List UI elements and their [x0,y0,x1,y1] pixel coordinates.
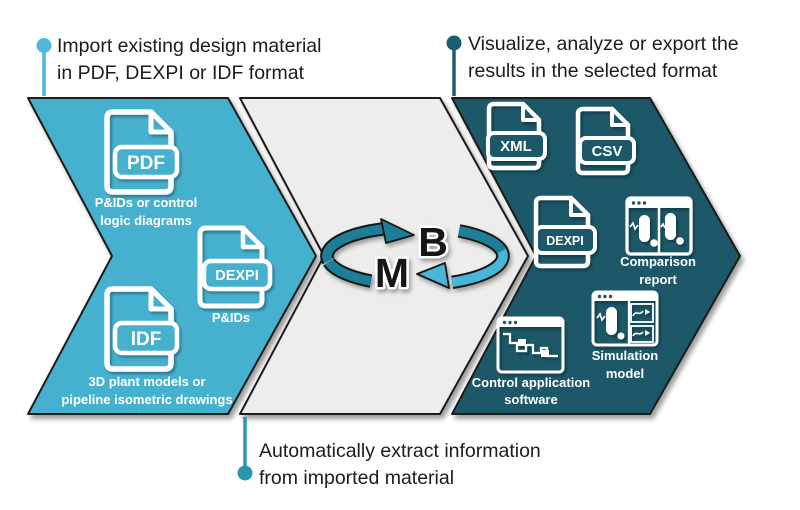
idf-badge-label: IDF [131,329,162,350]
window-dot-icon [513,320,518,325]
import-chevron [27,97,317,415]
pdf-caption-line2: logic diagrams [100,213,192,228]
idf-doc-outline [104,286,174,372]
dexpi-import-badge [201,258,273,292]
xml-file-icon: XML [486,101,547,171]
simulation-trend-box [630,325,654,343]
bm-sync-logo: B M [320,217,510,299]
csv-badge [578,136,636,165]
comparison-caption-line1: Comparison [620,254,696,269]
xml-doc-fold [521,102,541,122]
window-dot-icon [603,294,607,299]
comparison-caption-line2: report [639,272,677,287]
logo-right-arc-shade [458,226,506,254]
extract-annotation: Automatically extract information from i… [237,417,541,489]
pdf-badge-label: PDF [127,153,165,174]
dexpi-export-doc-fold [569,196,590,217]
comparison-titlebar [627,198,691,208]
control-application-icon [496,316,565,374]
window-dot-icon [642,201,647,205]
import-annotation: Import existing design material in PDF, … [36,35,321,96]
import-bullet-icon [36,38,52,53]
control-logic-path [503,332,558,358]
control-logic-block [541,350,549,357]
logo-right-arrowhead-icon [380,218,415,244]
export-annotation-line2: results in the selected format [468,60,718,82]
dexpi-import-caption: P&IDs [212,310,250,325]
idf-doc-fold [148,286,174,312]
import-annotation-line2: in PDF, DEXPI or IDF format [57,62,305,84]
simulation-arrow-icon [645,309,650,315]
logo-letter-b: B [418,219,448,265]
xml-doc-outline [486,101,542,171]
idf-file-icon: IDF [104,286,180,372]
pdf-caption-line1: P&IDs or control [95,195,198,210]
xml-badge-label: XML [500,138,532,155]
comparison-dot-left [650,239,658,247]
idf-caption-line2: pipeline isometric drawings [61,392,232,407]
control-titlebar [498,318,563,327]
logo-bottom-left-arc [324,259,372,286]
dexpi-export-file-icon: DEXPI [533,195,597,269]
comparison-dot-right [676,237,684,245]
xml-badge [486,131,547,161]
pdf-doc-fold [148,109,174,135]
comparison-trend-squiggle [629,221,639,231]
window-dot-icon [631,201,636,205]
window-dot-icon [502,320,507,325]
dexpi-import-doc-outline [197,225,265,309]
simulation-caption-line2: model [606,366,644,381]
logo-top-arc [322,223,386,264]
window-dot-icon [508,320,512,325]
csv-file-icon: CSV [575,106,636,176]
dexpi-export-badge-label: DEXPI [546,234,584,248]
pdf-file-icon: PDF [104,109,180,195]
comparison-report-icon [625,196,693,256]
export-annotation: Visualize, analyze or export the results… [446,33,739,96]
simulation-trend-curve [632,310,644,317]
control-caption-line2: software [504,392,557,407]
simulation-squiggle [596,312,606,322]
control-logic-block [518,339,526,346]
logo-letter-m: M [375,250,409,296]
simulation-trend-curve [632,331,644,337]
export-bullet-icon [446,35,462,51]
pdf-badge [112,144,180,180]
csv-doc-fold [610,107,630,127]
dexpi-import-file-icon: DEXPI [197,225,273,309]
extract-annotation-line1: Automatically extract information [259,440,541,462]
csv-badge-label: CSV [592,143,623,160]
dexpi-import-doc-fold [240,225,265,250]
dexpi-export-badge [534,225,597,255]
comparison-trend-squiggle [660,222,666,229]
window-dot-icon [608,294,613,299]
comparison-vessel-right [665,213,676,240]
simulation-caption-line1: Simulation [592,348,659,363]
idf-badge [112,320,180,356]
export-annotation-line1: Visualize, analyze or export the [468,33,739,55]
simulation-vessel [606,307,617,335]
extract-annotation-line2: from imported material [259,467,454,489]
pdf-doc-outline [104,109,174,195]
window-dot-icon [637,201,641,205]
dexpi-export-doc-outline [533,195,591,269]
idf-caption-line1: 3D plant models or [88,374,205,389]
logo-left-arrowhead-icon [416,262,450,289]
import-annotation-line1: Import existing design material [57,35,321,57]
window-dot-icon [597,294,602,299]
simulation-dot [617,332,625,340]
control-caption-line1: Control application [472,375,591,390]
csv-doc-outline [575,106,631,176]
simulation-trend-box [630,303,654,323]
simulation-titlebar [593,292,657,301]
simulation-model-icon [591,290,659,347]
dexpi-import-badge-label: DEXPI [215,268,259,284]
extract-bullet-icon [237,465,253,481]
comparison-vessel-left [639,215,650,242]
simulation-arrow-icon [645,330,650,336]
